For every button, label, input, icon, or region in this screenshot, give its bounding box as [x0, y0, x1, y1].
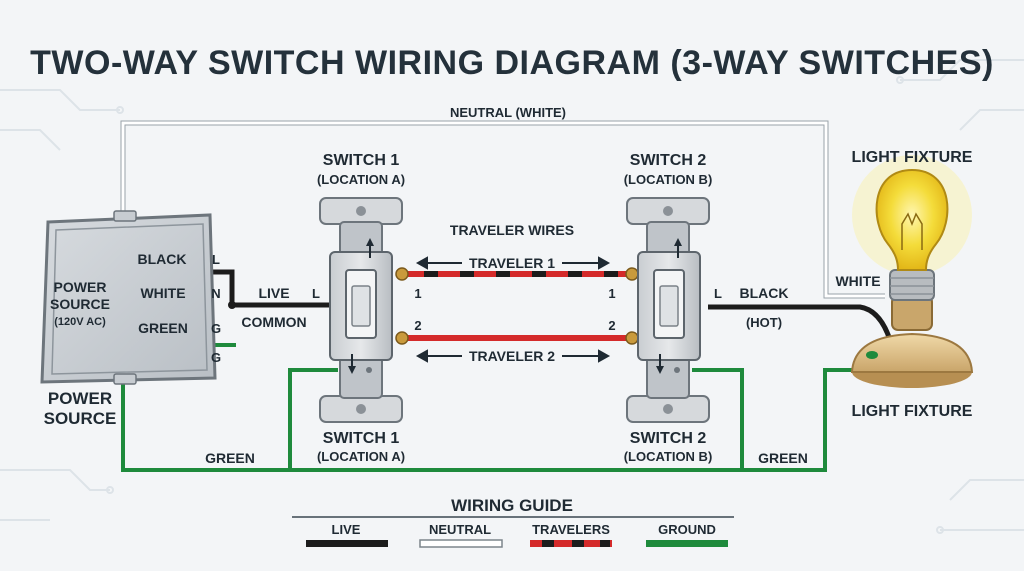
box-term-l: L — [212, 252, 220, 267]
fixture-white-label: WHITE — [835, 273, 880, 289]
switch-1-term-1: 1 — [414, 286, 421, 301]
ground-label-left: GREEN — [205, 450, 255, 466]
switch-1-bottom-name: SWITCH 1 — [323, 430, 400, 447]
power-source-box — [40, 210, 217, 385]
switch-2-term-2: 2 — [608, 318, 615, 333]
svg-text:GROUND: GROUND — [658, 522, 716, 537]
switch-1-bottom-location: (LOCATION A) — [317, 449, 405, 464]
switch-2-top-name: SWITCH 2 — [630, 152, 707, 169]
box-wire-black-label: BLACK — [138, 251, 187, 267]
background-circuit-pattern — [0, 59, 1024, 534]
fixture-bottom-label: LIGHT FIXTURE — [852, 403, 973, 420]
switch-1 — [319, 197, 403, 423]
traveler-2-arrow — [415, 349, 611, 363]
light-bulb-icon — [875, 168, 949, 271]
legend-item-travelers: TRAVELERS — [530, 522, 612, 547]
box-term-g2: G — [211, 350, 221, 365]
svg-text:NEUTRAL: NEUTRAL — [429, 522, 491, 537]
neutral-label: NEUTRAL (WHITE) — [450, 105, 566, 120]
switch-2-bottom-name: SWITCH 2 — [630, 430, 707, 447]
ground-label-right: GREEN — [758, 450, 808, 466]
power-box-line3: (120V AC) — [54, 316, 106, 328]
box-clamp-top — [113, 210, 137, 222]
switch-1-term-2: 2 — [414, 318, 421, 333]
box-wire-white-label: WHITE — [140, 285, 185, 301]
legend-item-neutral: NEUTRAL — [419, 522, 503, 548]
legend-item-ground: GROUND — [646, 522, 728, 547]
fixture-top-label: LIGHT FIXTURE — [852, 149, 973, 166]
box-term-g1: G — [211, 321, 221, 336]
hot-wire — [708, 304, 893, 341]
switch-2-hot-label: (HOT) — [746, 315, 782, 330]
traveler-1-label: TRAVELER 1 — [469, 255, 555, 271]
wiring-guide-legend: WIRING GUIDE LIVE NEUTRAL TRAVELERS GROU… — [292, 496, 734, 548]
legend-title: WIRING GUIDE — [451, 496, 573, 515]
light-fixture — [850, 155, 974, 388]
switch-1-term-l: L — [312, 286, 320, 301]
svg-text:TRAVELERS: TRAVELERS — [532, 522, 610, 537]
legend-swatch-travelers — [530, 540, 612, 547]
common-label: COMMON — [241, 314, 306, 330]
power-box-line2: SOURCE — [50, 296, 110, 312]
legend-item-live: LIVE — [306, 522, 388, 547]
traveler-wires-heading: TRAVELER WIRES — [450, 222, 574, 238]
legend-swatch-neutral — [419, 539, 503, 548]
switch-2-term-1: 1 — [608, 286, 615, 301]
box-clamp-bottom — [113, 373, 137, 385]
switch-1-top-name: SWITCH 1 — [323, 152, 400, 169]
power-box-line1: POWER — [54, 279, 107, 295]
fixture-ground-screw — [866, 351, 878, 359]
legend-swatch-live — [306, 540, 388, 547]
power-source-caption-1: POWER — [48, 389, 112, 408]
page-title: TWO-WAY SWITCH WIRING DIAGRAM (3-WAY SWI… — [30, 44, 994, 82]
box-term-n: N — [211, 286, 220, 301]
traveler-1-arrow — [415, 256, 611, 270]
power-source-caption-2: SOURCE — [44, 409, 117, 428]
junction-dot — [228, 301, 236, 309]
switch-2-black-label: BLACK — [740, 285, 789, 301]
switch-2-bottom-location: (LOCATION B) — [624, 449, 713, 464]
traveler-terminals — [395, 267, 639, 345]
switch-2 — [626, 197, 710, 423]
live-label: LIVE — [258, 285, 289, 301]
switch-2-term-l: L — [714, 286, 722, 301]
traveler-2-label: TRAVELER 2 — [469, 348, 555, 364]
box-wire-green-label: GREEN — [138, 320, 188, 336]
switch-2-top-location: (LOCATION B) — [624, 172, 713, 187]
switch-1-top-location: (LOCATION A) — [317, 172, 405, 187]
legend-swatch-ground — [646, 540, 728, 547]
svg-text:LIVE: LIVE — [332, 522, 361, 537]
